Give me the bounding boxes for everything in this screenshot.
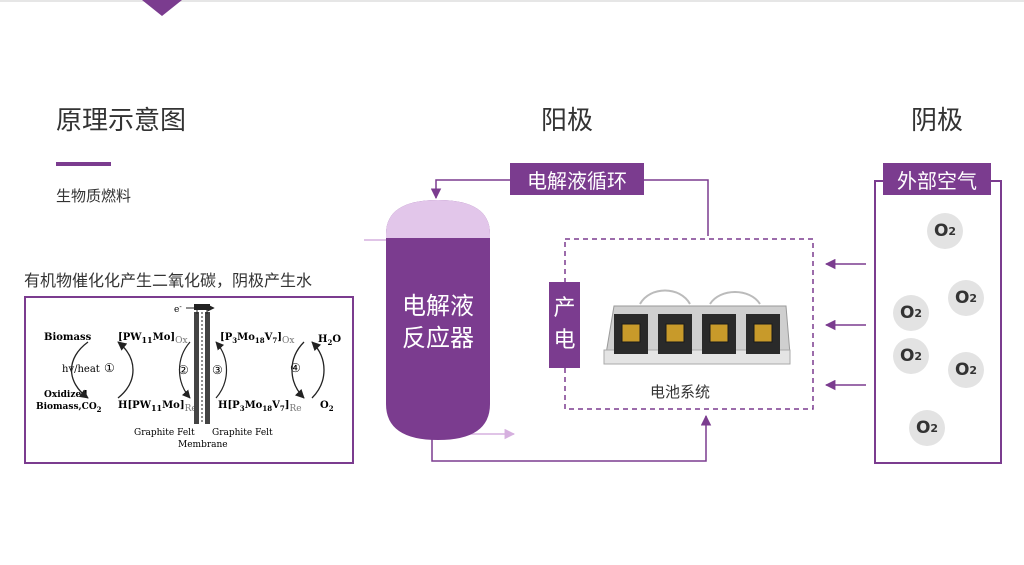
reactor-label: 电解液 反应器: [402, 292, 474, 352]
graphite-felt-right: [205, 312, 210, 424]
top-notch-marker: [142, 0, 182, 16]
top-divider: [0, 0, 1024, 2]
step-4-marker: ④: [290, 361, 301, 375]
hv-heat-label: hv/heat: [62, 364, 100, 375]
electrolyte-loop-label: 电解液循环: [510, 163, 644, 195]
reaction-scheme-diagram: Biomass hv/heat ① Oxidized Biomass,CO2 […: [36, 303, 341, 450]
battery-system-label: 电池系统: [650, 383, 711, 401]
electrolyte-supply-line: [431, 414, 712, 462]
catalysis-caption: 有机物催化化产生二氧化碳，阴极产生水: [24, 271, 313, 290]
cathode-heading: 阴极: [911, 106, 964, 136]
biomass-co2-label: Biomass,CO2: [36, 402, 102, 414]
electrolyte-reactor-tank: [386, 200, 490, 440]
biomass-label: Biomass: [44, 332, 92, 343]
power-generation-label: 产 电: [549, 282, 580, 368]
graphite-felt-label-right: Graphite Felt: [212, 428, 273, 438]
biomass-oxidation-arrow: [71, 341, 89, 399]
cell-2: [658, 314, 692, 354]
title-accent-bar: [56, 162, 111, 166]
o2-formula: O2: [320, 400, 334, 413]
h2o-formula: H2O: [318, 334, 341, 347]
step-1-marker: ①: [104, 361, 115, 375]
electron-label: e-: [174, 303, 182, 315]
cell-1: [614, 314, 648, 354]
pw-ox-formula: [PW11Mo]Ox: [118, 332, 188, 346]
graphite-felt-left: [194, 312, 199, 424]
page-title: 原理示意图: [56, 106, 187, 136]
outside-air-label: 外部空气: [883, 163, 991, 195]
h-pmov-re-formula: H[P3Mo18V7]Re: [218, 400, 302, 414]
cell-4: [746, 314, 780, 354]
anode-heading: 阳极: [541, 106, 594, 136]
membrane-label: Membrane: [178, 440, 228, 450]
step-2-marker: ②: [178, 363, 189, 377]
battery-stack-illustration: [603, 289, 791, 365]
graphite-felt-label-left: Graphite Felt: [134, 428, 195, 438]
step-3-marker: ③: [212, 363, 223, 377]
pmov-ox-formula: [P3Mo18V7]Ox: [220, 332, 294, 346]
oxidized-label: Oxidized: [44, 390, 88, 400]
electrode-cap: [194, 304, 210, 310]
fuel-label: 生物质燃料: [56, 187, 132, 205]
h-pw-re-formula: H[PW11Mo]Re: [118, 400, 197, 414]
reaction-scheme-box: Biomass hv/heat ① Oxidized Biomass,CO2 […: [24, 296, 354, 464]
pw-reduction-arrow: [117, 341, 134, 399]
cell-3: [702, 314, 736, 354]
